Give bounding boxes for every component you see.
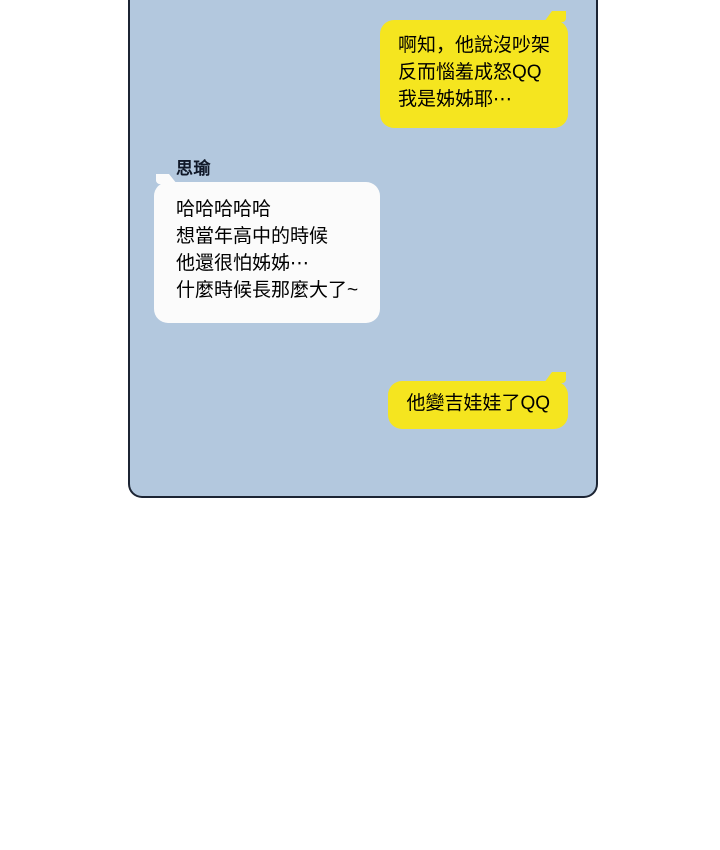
chat-message-list[interactable]: 啊知，他說沒吵架 反而惱羞成怒QQ 我是姊姊耶⋯ 思瑜 哈哈哈哈哈 想當年高中的… [130, 0, 596, 496]
chat-bubble-outgoing[interactable]: 啊知，他說沒吵架 反而惱羞成怒QQ 我是姊姊耶⋯ [379, 11, 568, 128]
chat-bubble-incoming[interactable]: 哈哈哈哈哈 想當年高中的時候 他還很怕姊姊⋯ 什麼時候長那麼大了~ [154, 174, 381, 323]
message-row-outgoing: 他變吉娃娃了QQ [388, 372, 568, 429]
chat-panel: 啊知，他說沒吵架 反而惱羞成怒QQ 我是姊姊耶⋯ 思瑜 哈哈哈哈哈 想當年高中的… [128, 0, 598, 498]
message-row-outgoing: 啊知，他說沒吵架 反而惱羞成怒QQ 我是姊姊耶⋯ [379, 11, 568, 128]
sender-name-label: 思瑜 [176, 159, 211, 178]
chat-bubble-outgoing[interactable]: 他變吉娃娃了QQ [388, 372, 568, 429]
message-row-incoming: 思瑜 哈哈哈哈哈 想當年高中的時候 他還很怕姊姊⋯ 什麼時候長那麼大了~ [154, 159, 381, 323]
